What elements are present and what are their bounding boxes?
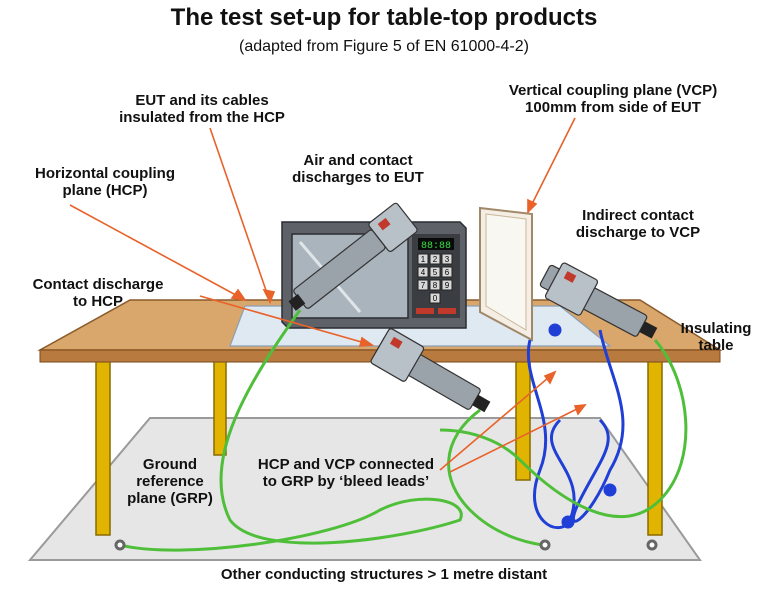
keypad-key-label: 7 — [421, 281, 426, 290]
keypad-key — [441, 253, 453, 265]
eut-display: 88:88 — [421, 241, 451, 252]
page-subtitle: (adapted from Figure 5 of EN 61000-4-2) — [239, 38, 529, 55]
ground-reference-plane — [27, 417, 702, 561]
keypad-key — [417, 253, 429, 265]
keypad-key-label: 3 — [445, 255, 450, 264]
vertical-coupling-plane — [479, 206, 533, 342]
page-title: The test set-up for table-top products — [170, 4, 598, 31]
label-contact-hcp: Contact discharge to HCP — [32, 276, 164, 310]
keypad-key-label: 0 — [433, 294, 438, 303]
keypad-key — [441, 279, 453, 291]
bleed-leads — [527, 323, 625, 530]
keypad-key — [429, 292, 441, 304]
keypad-key — [417, 279, 429, 291]
esd-gun-vcp — [539, 262, 658, 339]
keypad-key-label: 5 — [433, 268, 438, 277]
esd-gun-hcp — [370, 328, 491, 413]
keypad-key-label: 1 — [421, 255, 426, 264]
keypad-key — [429, 279, 441, 291]
keypad-key — [441, 266, 453, 278]
esd-ground-cables — [114, 309, 688, 552]
label-grp: Ground reference plane (GRP) — [127, 456, 213, 507]
keypad-key-label: 6 — [445, 268, 450, 277]
label-vcp: Vertical coupling plane (VCP) 100mm from… — [508, 82, 718, 116]
keypad-key — [429, 266, 441, 278]
label-air-contact: Air and contact discharges to EUT — [292, 152, 424, 186]
pointer-arrows — [69, 117, 587, 473]
label-hcp: Horizontal coupling plane (HCP) — [35, 165, 175, 199]
keypad-key-label: 2 — [433, 255, 438, 264]
keypad-key-label: 8 — [433, 281, 438, 290]
keypad-key — [429, 253, 441, 265]
label-insulating-table: Insulating table — [680, 320, 752, 354]
esd-gun-eut — [288, 202, 418, 311]
footer-note: Other conducting structures > 1 metre di… — [220, 566, 548, 583]
label-bleed-leads: HCP and VCP connected to GRP by ‘bleed l… — [257, 456, 435, 490]
label-eut-insulated: EUT and its cables insulated from the HC… — [119, 92, 285, 126]
keypad-key — [417, 266, 429, 278]
keypad-key-label: 9 — [445, 281, 450, 290]
keypad-key-label: 4 — [421, 268, 426, 277]
label-indirect: Indirect contact discharge to VCP — [575, 207, 701, 241]
